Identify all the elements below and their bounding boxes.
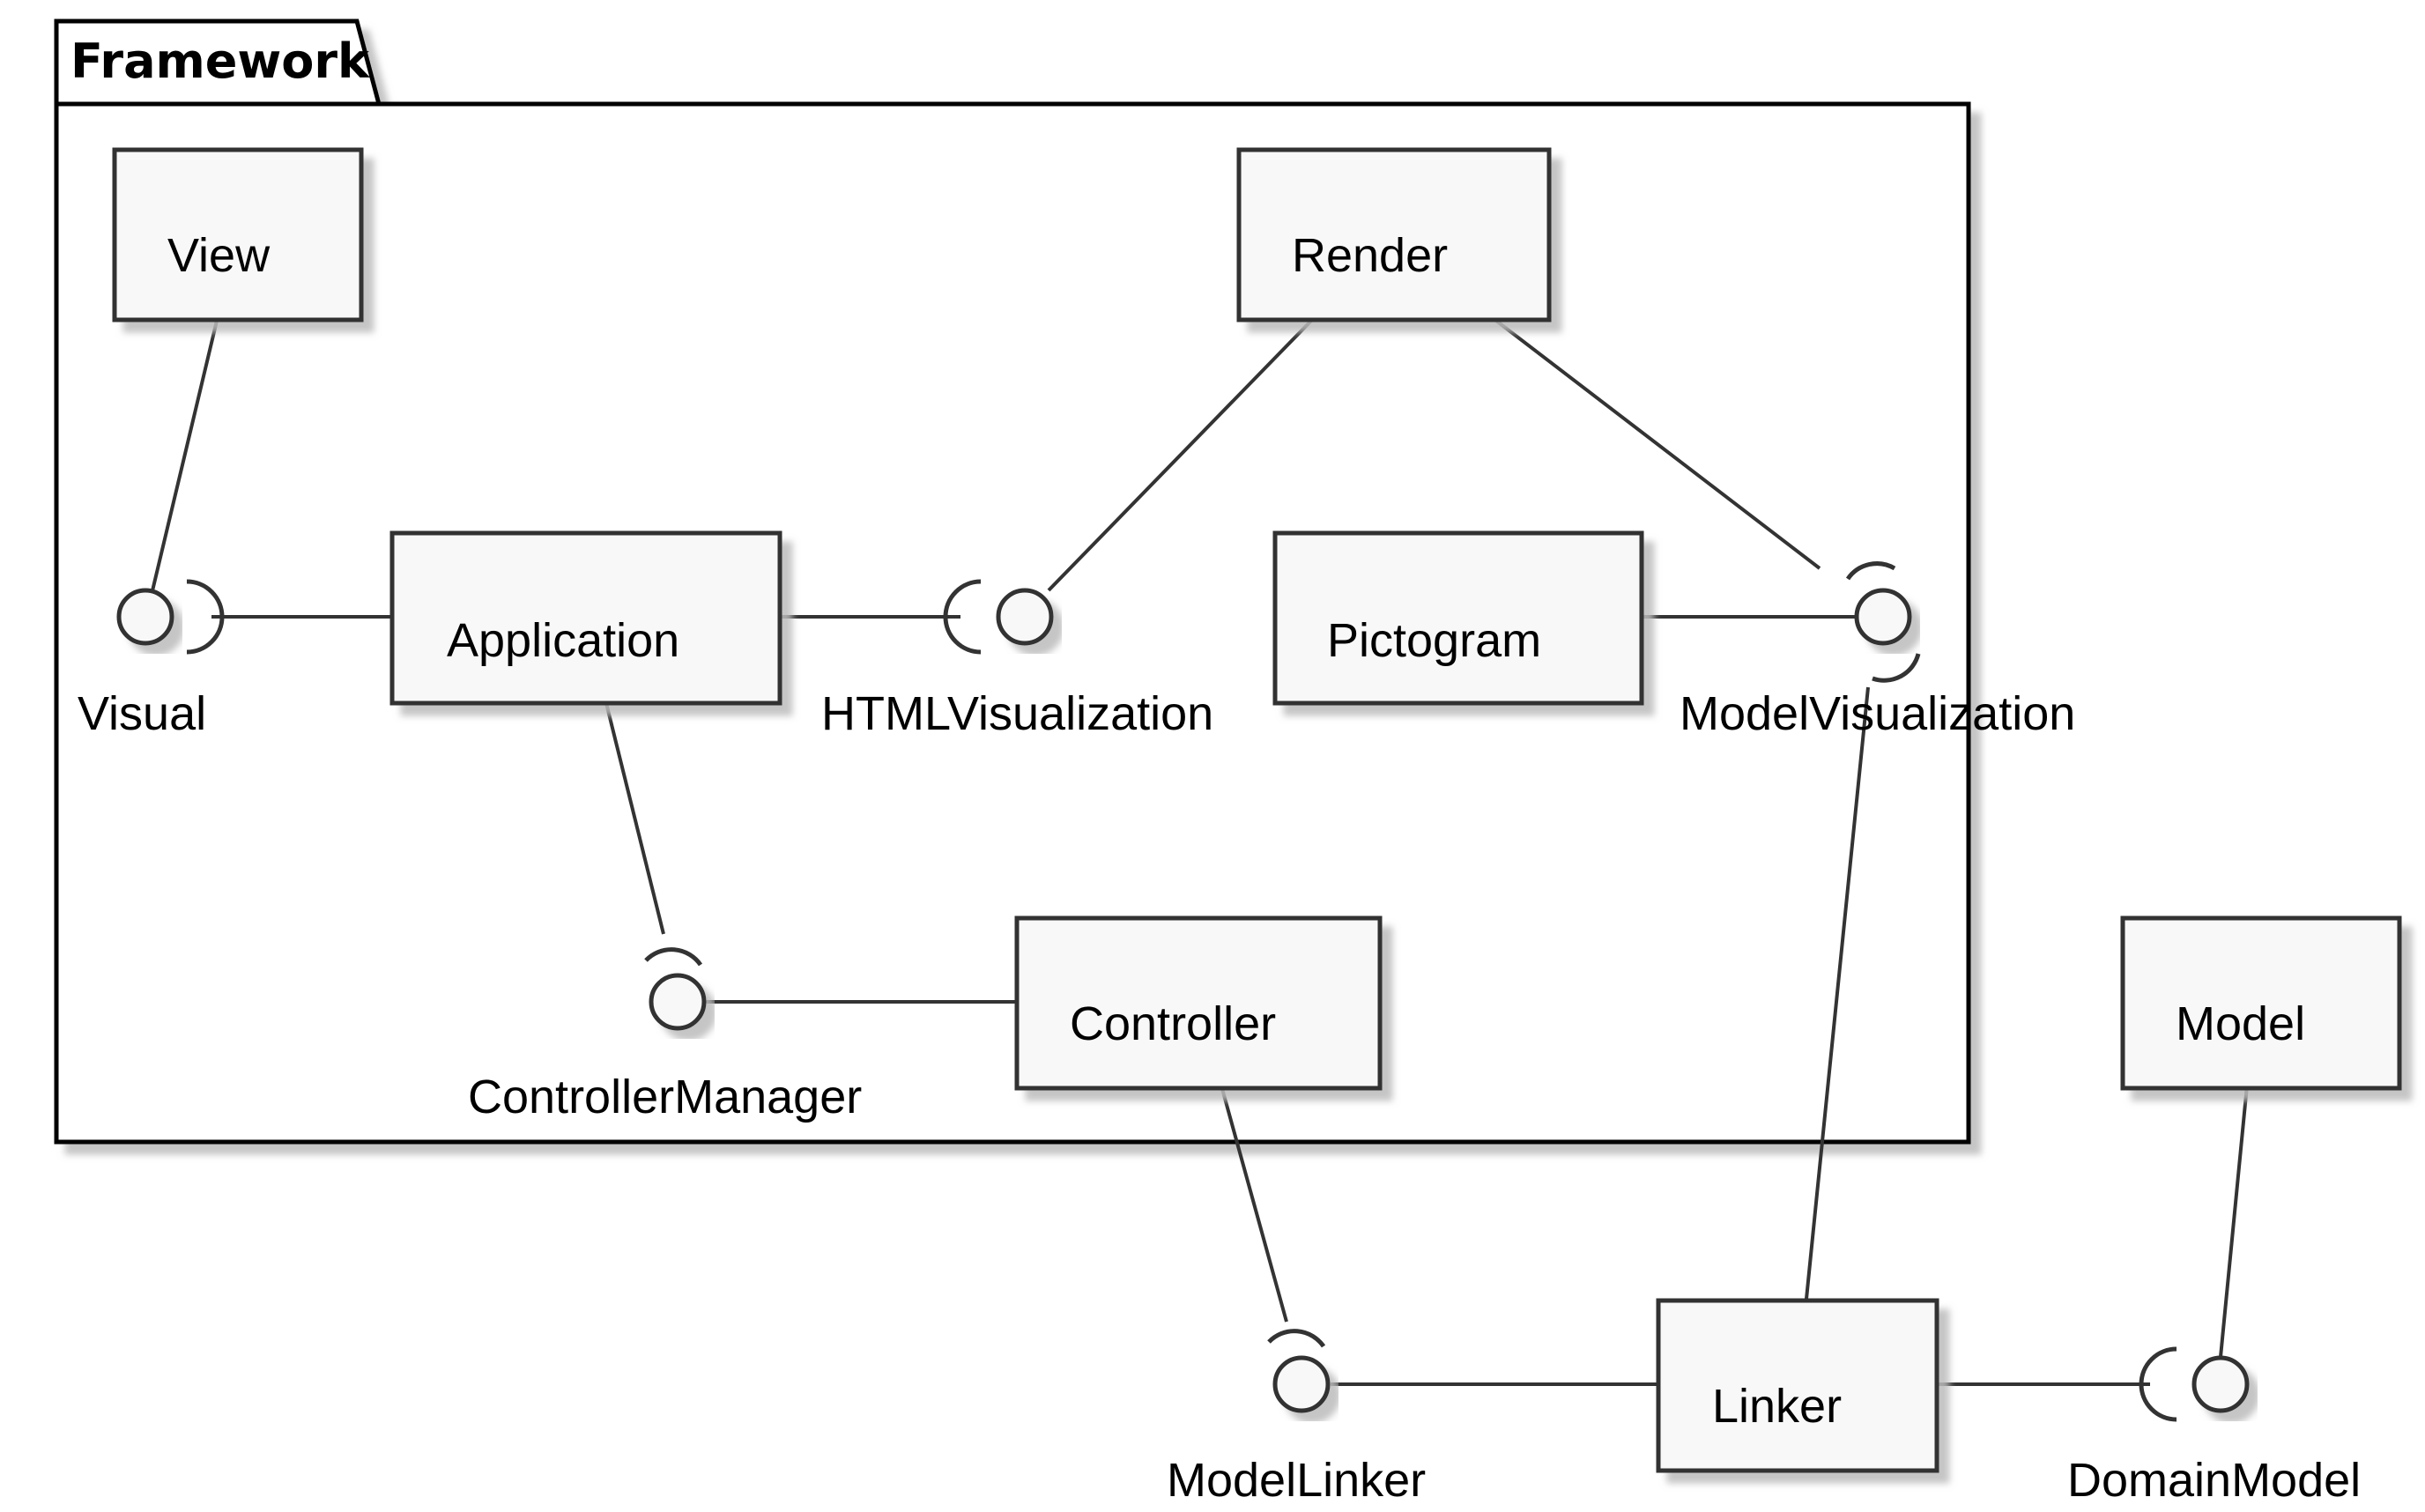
link-controller-modellinker xyxy=(1220,1085,1288,1323)
domainmodel-socket-icon xyxy=(2139,1346,2177,1422)
component-view[interactable]: View xyxy=(112,147,364,322)
interface-label-visual: Visual xyxy=(78,687,206,740)
visual-lollipop-icon xyxy=(116,588,174,646)
modelvisualization-socket-bottom-icon xyxy=(1872,653,1921,683)
visual-socket-icon xyxy=(186,579,225,655)
link-render-htmlvisualization xyxy=(1047,319,1313,592)
component-linker[interactable]: Linker xyxy=(1656,1298,1939,1473)
domainmodel-lollipop-icon xyxy=(2191,1355,2250,1413)
component-label-application: Application xyxy=(447,614,679,667)
component-label-pictogram: Pictogram xyxy=(1327,614,1541,667)
link-view-visual xyxy=(148,320,219,603)
interface-label-htmlvisualization: HTMLVisualization xyxy=(821,687,1213,740)
component-render[interactable]: Render xyxy=(1236,147,1552,322)
interface-label-modelvisualization: ModelVisualization xyxy=(1680,687,2075,740)
controllermanager-lollipop-icon xyxy=(649,973,707,1031)
component-label-linker: Linker xyxy=(1712,1380,1842,1433)
interface-htmlvisualization[interactable] xyxy=(943,579,1054,655)
component-label-render: Render xyxy=(1292,229,1448,282)
interface-modellinker[interactable] xyxy=(1267,1329,1331,1413)
component-pictogram[interactable]: Pictogram xyxy=(1272,530,1644,706)
component-label-controller: Controller xyxy=(1070,997,1276,1050)
component-label-model: Model xyxy=(2176,997,2305,1050)
interface-label-domainmodel: DomainModel xyxy=(2067,1454,2361,1507)
modellinker-lollipop-icon xyxy=(1272,1355,1331,1413)
interface-domainmodel[interactable] xyxy=(2139,1346,2250,1422)
htmlvisualization-socket-icon xyxy=(943,579,982,655)
interface-modelvisualization[interactable] xyxy=(1845,561,1921,683)
component-model[interactable]: Model xyxy=(2120,915,2402,1091)
htmlvisualization-lollipop-icon xyxy=(996,588,1054,646)
link-model-domainmodel xyxy=(2219,1085,2249,1358)
connections xyxy=(148,319,2249,1386)
component-label-view: View xyxy=(167,229,271,282)
link-render-modelvisualization xyxy=(1494,319,1821,570)
component-controller[interactable]: Controller xyxy=(1014,915,1383,1091)
interface-label-controllermanager: ControllerManager xyxy=(468,1071,862,1123)
modelvisualization-lollipop-icon xyxy=(1854,588,1912,646)
interface-controllermanager[interactable] xyxy=(644,947,707,1031)
modelvisualization-socket-top-icon xyxy=(1845,561,1896,581)
interface-visual[interactable] xyxy=(116,579,225,655)
link-application-controllermanager xyxy=(604,702,665,935)
package-title: Framework xyxy=(70,33,370,89)
modellinker-socket-icon xyxy=(1267,1329,1326,1348)
component-application[interactable]: Application xyxy=(389,530,782,706)
link-linker-modelvisualization xyxy=(1805,686,1870,1300)
controllermanager-socket-icon xyxy=(644,947,703,967)
interface-label-modellinker: ModelLinker xyxy=(1167,1454,1426,1507)
